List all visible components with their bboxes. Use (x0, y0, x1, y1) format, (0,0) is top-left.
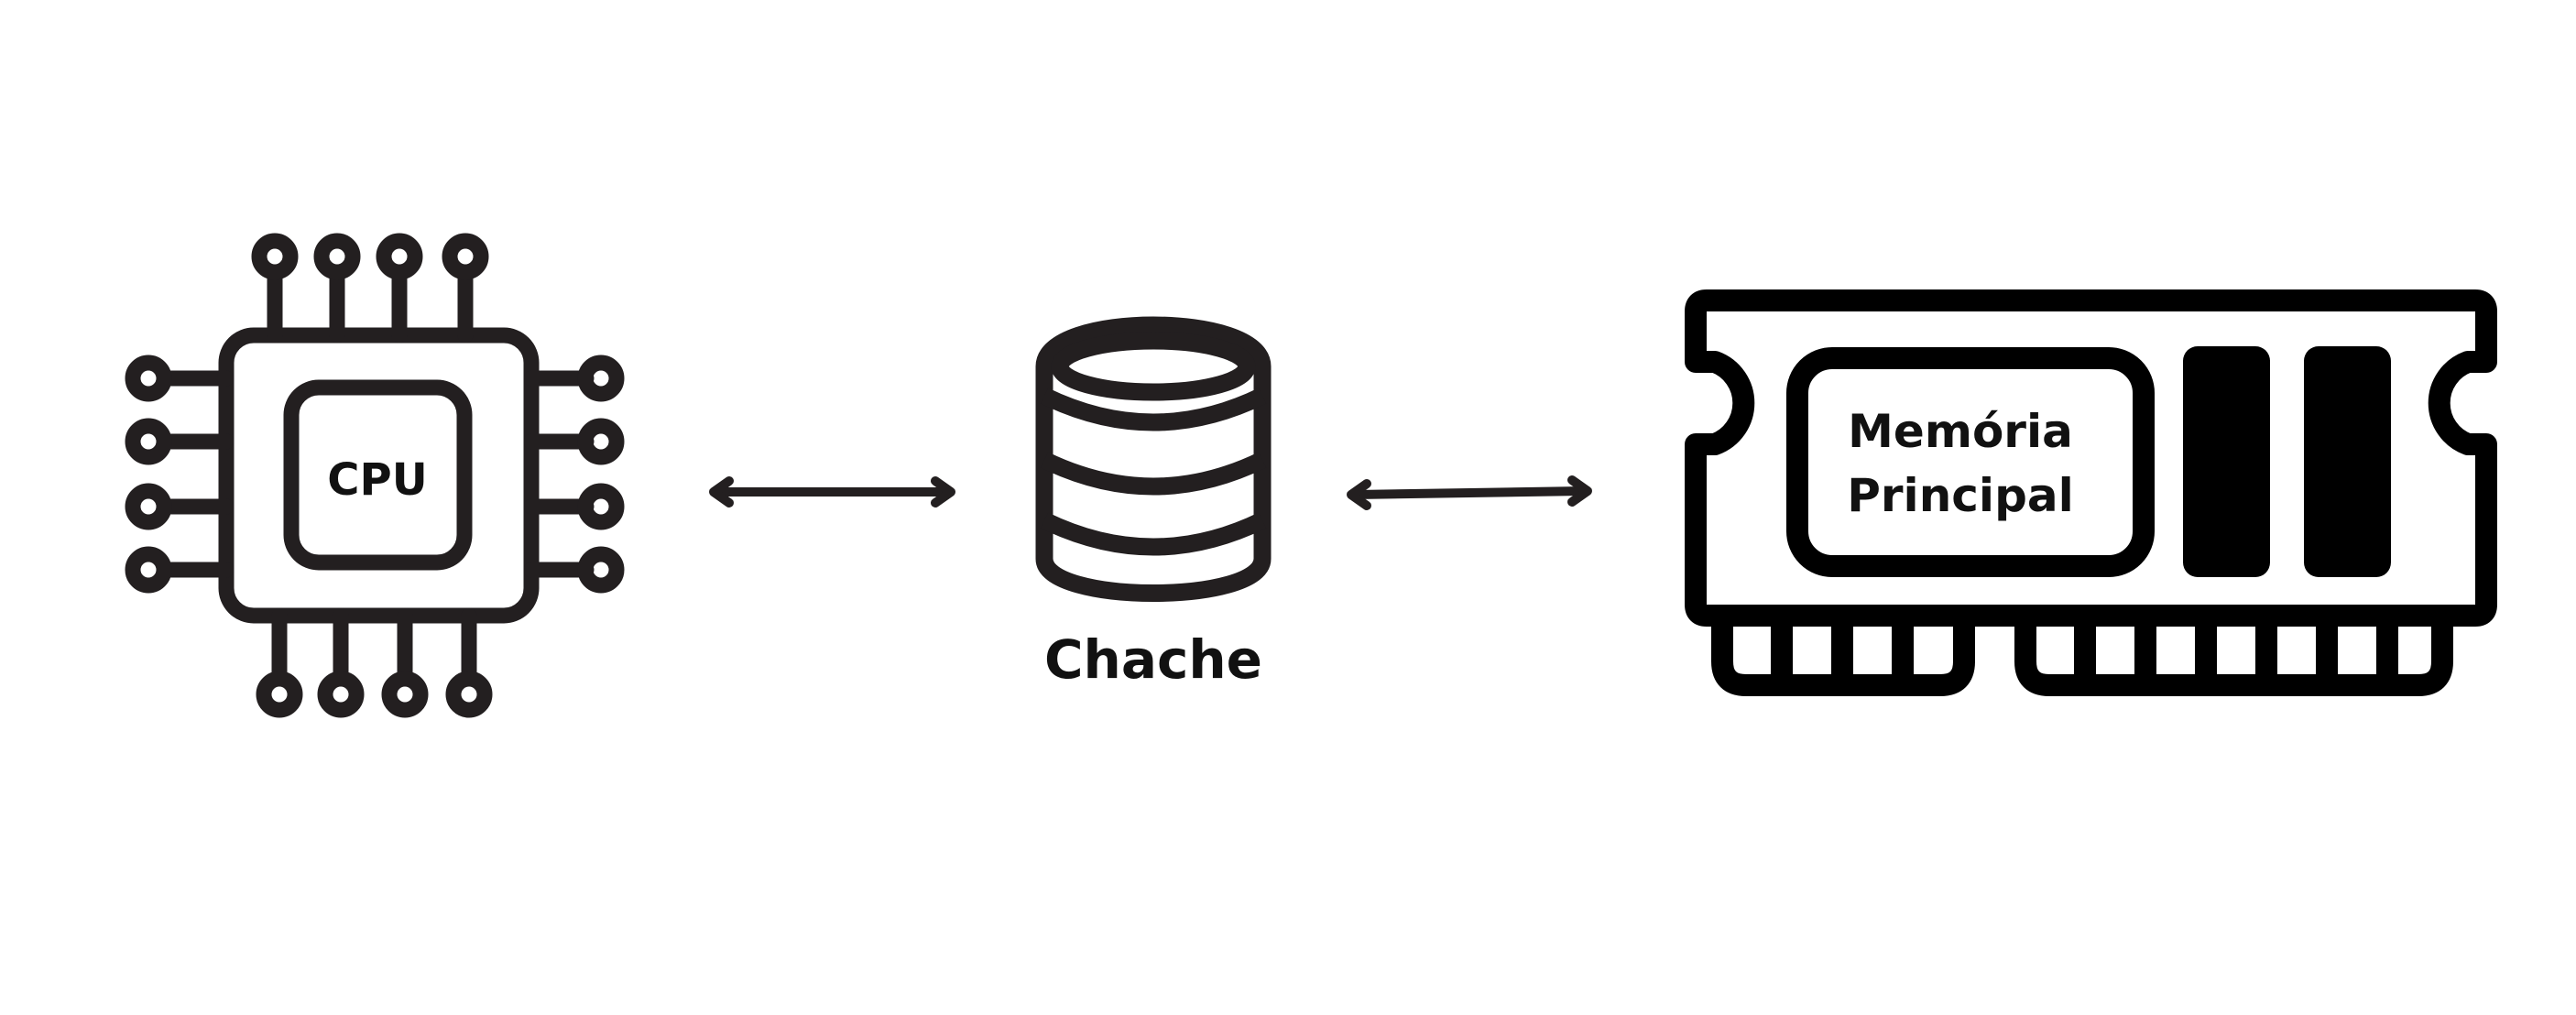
arrow-cpu-cache (709, 476, 955, 508)
cpu-top-pins (251, 233, 489, 344)
cpu-right-pins (523, 355, 625, 594)
cpu-left-pins (125, 355, 235, 594)
arrow-cache-memory (1347, 475, 1592, 510)
cpu-chip-icon (125, 233, 625, 718)
database-stack-icon (1035, 316, 1272, 602)
cache-label: Chache (1044, 628, 1262, 691)
cpu-bottom-pins (256, 607, 493, 718)
memory-label-line1: Memória (1848, 405, 2073, 458)
memory-label-line2: Principal (1847, 469, 2074, 522)
ram-module-icon (1685, 289, 2497, 627)
ram-chips (2183, 346, 2391, 577)
ram-contacts (1711, 616, 2453, 696)
cpu-label: CPU (327, 454, 427, 506)
